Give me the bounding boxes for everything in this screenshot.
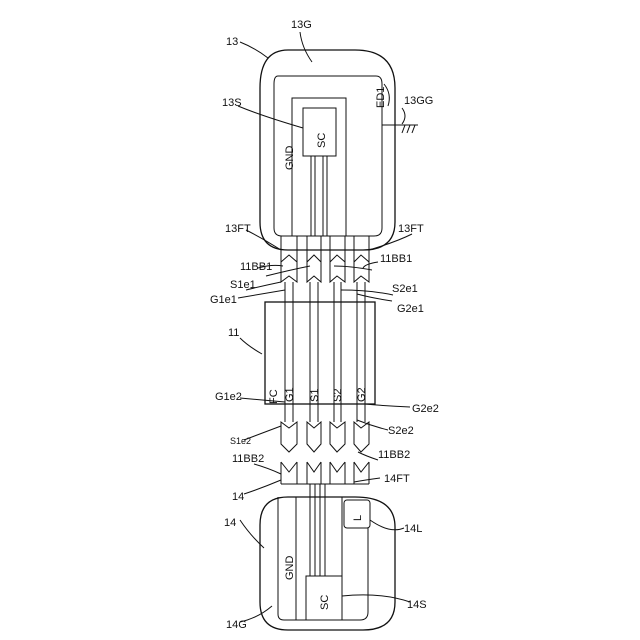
label-14-body: 14 <box>224 517 236 529</box>
label-board-11: 11 <box>228 327 239 339</box>
label-ground-13g: 13G <box>291 19 312 31</box>
label-14l: 14L <box>404 523 422 535</box>
label-g1e2: G1e2 <box>215 391 242 403</box>
label-ground-13gg: 13GG <box>404 95 433 107</box>
label-s2: S2 <box>332 389 344 402</box>
label-s1: S1 <box>309 389 321 402</box>
bottom-connector-lines <box>285 404 365 422</box>
label-bb2-left: 11BB2 <box>232 453 264 465</box>
label-g2e2: G2e2 <box>412 403 439 415</box>
top-ft-rails <box>281 236 369 262</box>
top-connector-lines <box>285 282 365 302</box>
label-bb2-right: 11BB2 <box>378 449 410 461</box>
label-g1e1: G1e1 <box>210 294 237 306</box>
label-s2e2: S2e2 <box>388 425 414 437</box>
label-module-13: 13 <box>226 36 238 48</box>
label-s1e2: S1e2 <box>230 436 251 446</box>
label-sc-bottom: SC <box>319 595 331 610</box>
inductor-l <box>344 500 370 528</box>
label-ft-top-left: 13FT <box>225 223 251 235</box>
label-ft-top-right: 13FT <box>398 223 424 235</box>
label-s2e1: S2e1 <box>392 283 418 295</box>
label-gnd-bottom: GND <box>284 556 296 581</box>
top-bb1-bumps <box>281 255 369 282</box>
label-bb1-right: 11BB1 <box>380 253 412 265</box>
label-ed1: ED1 <box>375 87 387 108</box>
label-ground-14g: 14G <box>226 619 247 631</box>
label-sub-13s: 13S <box>222 97 242 109</box>
label-l-inner: L <box>352 515 364 521</box>
label-sub-14s: 14S <box>407 599 427 611</box>
label-bb1-left: 11BB1 <box>240 261 272 273</box>
label-fc: FC <box>268 389 280 404</box>
label-ft-bottom: 14FT <box>384 473 410 485</box>
label-s1e1: S1e1 <box>230 279 256 291</box>
labels: 13 13G 13S ED1 13GG SC GND 13FT 13FT 11B… <box>210 19 439 631</box>
label-g2e1: G2e1 <box>397 303 424 315</box>
label-gnd-top: GND <box>284 146 296 171</box>
bottom-ft-chevrons <box>281 462 369 484</box>
bottom-bb2-bumps <box>281 422 369 452</box>
top-substrate <box>292 98 346 236</box>
label-sc-top: SC <box>316 133 328 148</box>
label-g2: G2 <box>356 387 368 402</box>
label-g1: G1 <box>284 387 296 402</box>
label-14-left: 14 <box>232 491 244 503</box>
